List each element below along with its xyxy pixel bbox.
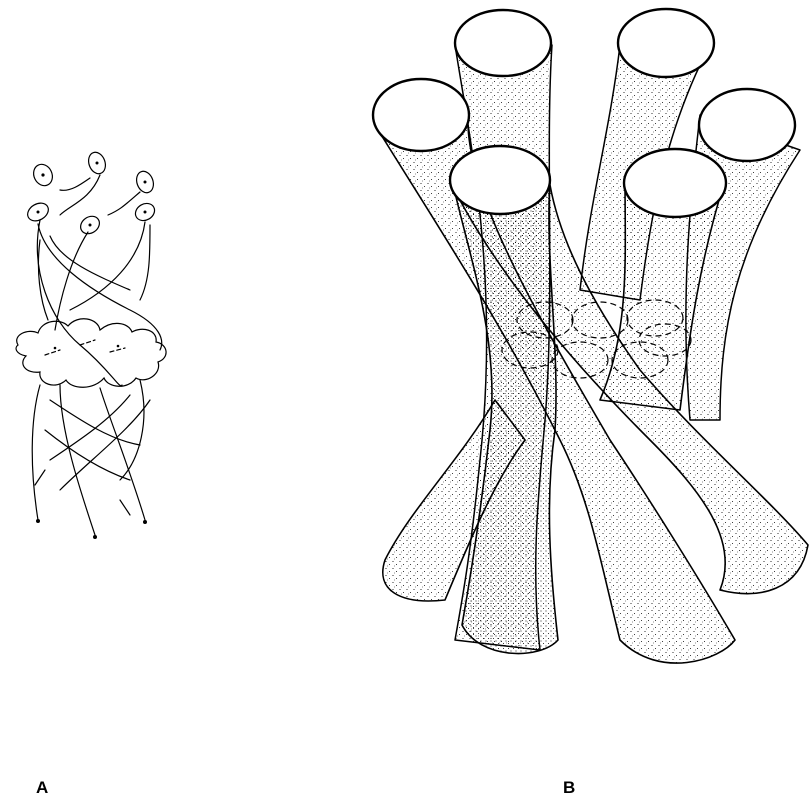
rod-top-cap <box>624 149 726 217</box>
panel-a-lower-strands <box>32 380 150 535</box>
panel-a-cross-section <box>16 319 166 388</box>
panel-a-label: A <box>36 778 48 798</box>
panel-a-strands <box>37 175 161 386</box>
panel-b-diagram <box>373 9 808 663</box>
panel-a-diagram <box>16 150 166 539</box>
panel-b-label: B <box>563 778 575 798</box>
rod-top-cap <box>450 146 550 214</box>
rod-top-cap <box>618 9 714 77</box>
rod-top-cap <box>699 89 795 161</box>
rod-top-cap <box>373 79 469 151</box>
rod-top-cap <box>455 10 551 76</box>
